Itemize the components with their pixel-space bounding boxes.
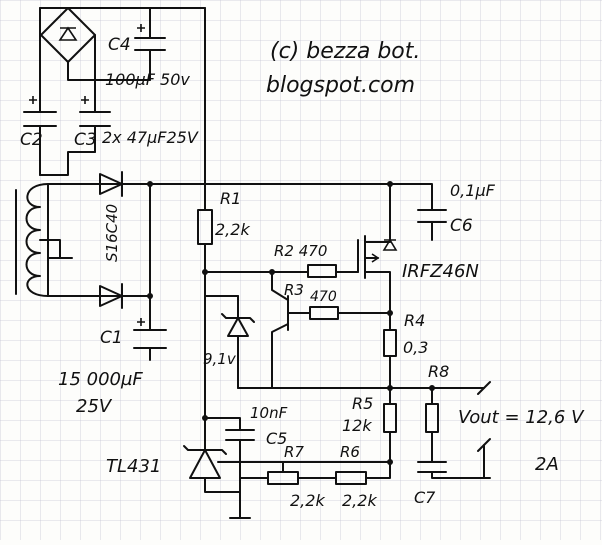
- label-zener: 9,1v: [203, 350, 237, 368]
- label-r6: R6: [340, 443, 360, 461]
- label-r6-value: 2,2k: [342, 491, 377, 510]
- label-r2: R2 470: [274, 242, 327, 260]
- label-c4: C4: [108, 35, 131, 55]
- label-r8: R8: [428, 362, 449, 381]
- credit-line1: (c) bezza bot.: [270, 39, 420, 64]
- label-c1-voltage: 25V: [76, 396, 113, 417]
- label-r5-value: 12k: [342, 416, 372, 435]
- mosfet-irfz46n: [357, 183, 398, 295]
- capacitor-c2: [23, 96, 57, 127]
- label-c2-c3-value: 2x 47µF25V: [102, 128, 199, 147]
- label-c5: C5: [266, 429, 287, 448]
- capacitor-c4: [134, 24, 166, 81]
- label-r4: R4: [404, 311, 425, 330]
- label-c1-value: 15 000µF: [58, 369, 143, 390]
- capacitor-c1: [133, 318, 167, 349]
- label-r1-value: 2,2k: [215, 220, 250, 239]
- label-r1: R1: [220, 189, 241, 208]
- label-c2: C2: [20, 130, 43, 150]
- label-current: 2A: [535, 454, 559, 475]
- label-diode-pair: S16C40: [103, 204, 121, 262]
- label-c3: C3: [74, 130, 97, 150]
- credit-line2: blogspot.com: [266, 73, 415, 98]
- tl431-regulator: [183, 445, 241, 493]
- label-r5: R5: [352, 394, 373, 413]
- ground-symbol: [229, 477, 251, 519]
- label-mosfet: IRFZ46N: [402, 261, 479, 282]
- label-r7-value: 2,2k: [290, 491, 325, 510]
- label-r3-value: 470: [310, 289, 337, 305]
- label-c1: C1: [100, 328, 123, 348]
- label-c6: C6: [450, 216, 473, 236]
- label-c7: C7: [414, 488, 436, 507]
- capacitor-c3: [79, 96, 111, 127]
- label-r4-value: 0,3: [403, 338, 428, 357]
- transformer-winding: [15, 183, 73, 297]
- label-c5-value: 10nF: [250, 404, 288, 422]
- diode-s16c40: [99, 171, 123, 309]
- label-vout: Vout = 12,6 V: [458, 407, 585, 428]
- label-r7: R7: [284, 443, 304, 461]
- label-c6-value: 0,1µF: [450, 181, 496, 200]
- label-tl431: TL431: [106, 456, 161, 477]
- label-r3: R3: [284, 281, 304, 299]
- zener-diode: [221, 295, 255, 389]
- label-c4-value: 100µF 50v: [105, 70, 190, 89]
